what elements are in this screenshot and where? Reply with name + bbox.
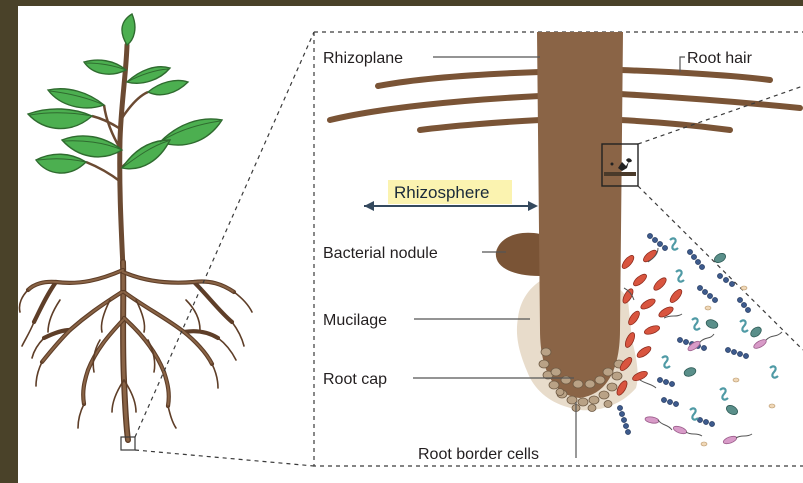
label-root-border-cells: Root border cells [418, 446, 539, 463]
plant-illustration [19, 14, 252, 450]
leaf [36, 154, 86, 173]
label-root-cap: Root cap [323, 371, 387, 388]
leaf [122, 14, 135, 45]
leaf [122, 140, 170, 169]
root-hairs-right [620, 70, 800, 130]
bacterial-nodule [496, 233, 540, 276]
label-rhizosphere: Rhizosphere [394, 183, 489, 202]
root-hairs-left [330, 72, 540, 130]
zoom-panel: Rhizoplane Root hair Rhizosphere Bacteri… [314, 32, 803, 466]
leaf [28, 109, 92, 129]
main-root [537, 32, 623, 398]
rhizosphere-bacteria [615, 233, 782, 446]
diagram-canvas: Rhizoplane Root hair Rhizosphere Bacteri… [18, 6, 803, 483]
zoom-lines [135, 32, 314, 466]
label-mucilage: Mucilage [323, 312, 387, 329]
leaf [84, 60, 126, 74]
bacteria-chains-blue [617, 233, 750, 434]
label-rhizoplane: Rhizoplane [323, 50, 403, 67]
plant-roots [19, 262, 252, 440]
label-bacterial-nodule: Bacterial nodule [323, 245, 438, 262]
label-root-hair: Root hair [687, 50, 753, 67]
bacteria-ovals-teal [683, 252, 763, 417]
plant-stem [120, 45, 127, 268]
leaf [148, 80, 188, 94]
rhizosphere-diagram: Rhizoplane Root hair Rhizosphere Bacteri… [18, 6, 803, 483]
